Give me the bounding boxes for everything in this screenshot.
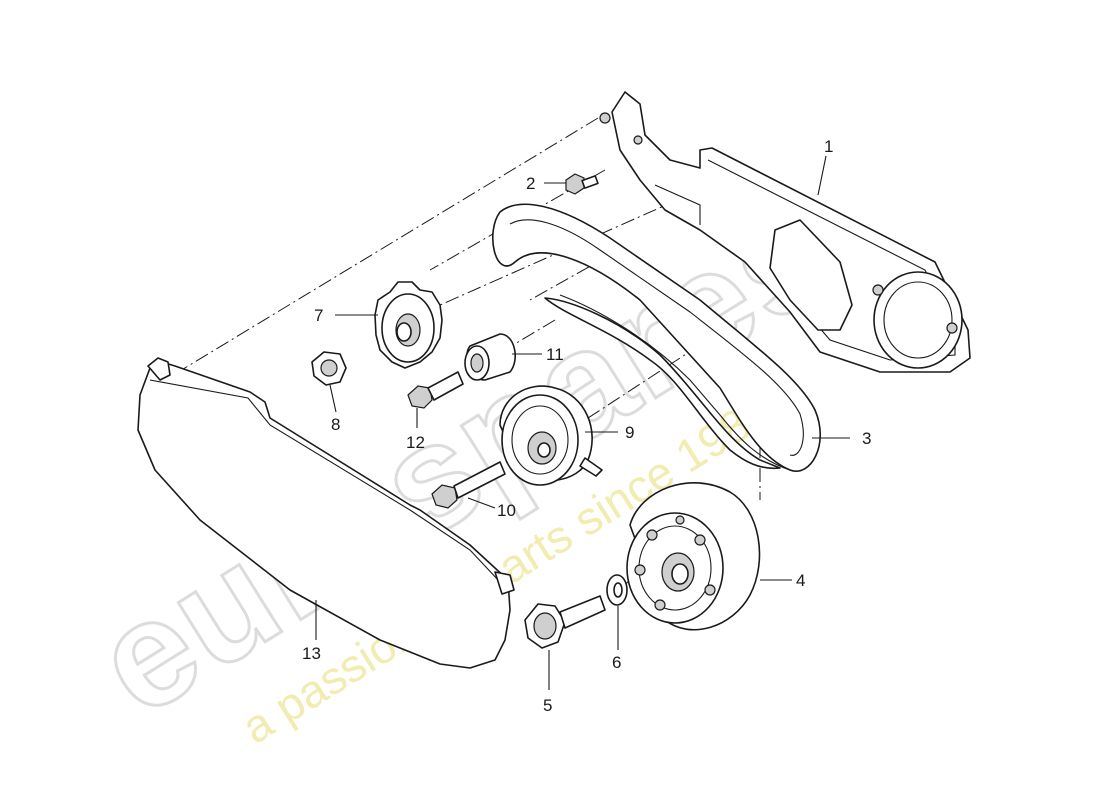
callout-11: 11 [546, 345, 564, 364]
callout-5: 5 [543, 696, 552, 715]
callout-3: 3 [862, 429, 871, 448]
part-front-timing-cover [137, 357, 515, 669]
part-long-bolt [431, 461, 506, 509]
callout-13: 13 [302, 644, 321, 663]
callout-labels: 1 2 3 4 5 6 7 8 9 10 11 12 13 [302, 137, 871, 715]
leader-lines [315, 155, 850, 690]
part-tensioner-pulley [499, 385, 603, 486]
part-timing-belt [492, 203, 821, 472]
part-washer [606, 574, 628, 606]
callout-1: 1 [824, 137, 833, 156]
callout-10: 10 [497, 501, 516, 520]
part-rear-timing-cover [599, 91, 971, 373]
part-small-bolt [565, 173, 599, 195]
callout-9: 9 [625, 423, 634, 442]
callout-6: 6 [612, 653, 621, 672]
part-crank-pulley [626, 482, 761, 631]
callout-8: 8 [331, 415, 340, 434]
part-gear-sprocket [374, 281, 443, 369]
callout-2: 2 [526, 174, 535, 193]
callout-7: 7 [314, 306, 323, 325]
part-flange-bolt [407, 371, 464, 409]
callout-4: 4 [796, 571, 805, 590]
part-nut [311, 351, 347, 386]
callout-12: 12 [406, 433, 425, 452]
part-crank-bolt [524, 595, 606, 649]
part-spacer-sleeve [464, 333, 516, 381]
